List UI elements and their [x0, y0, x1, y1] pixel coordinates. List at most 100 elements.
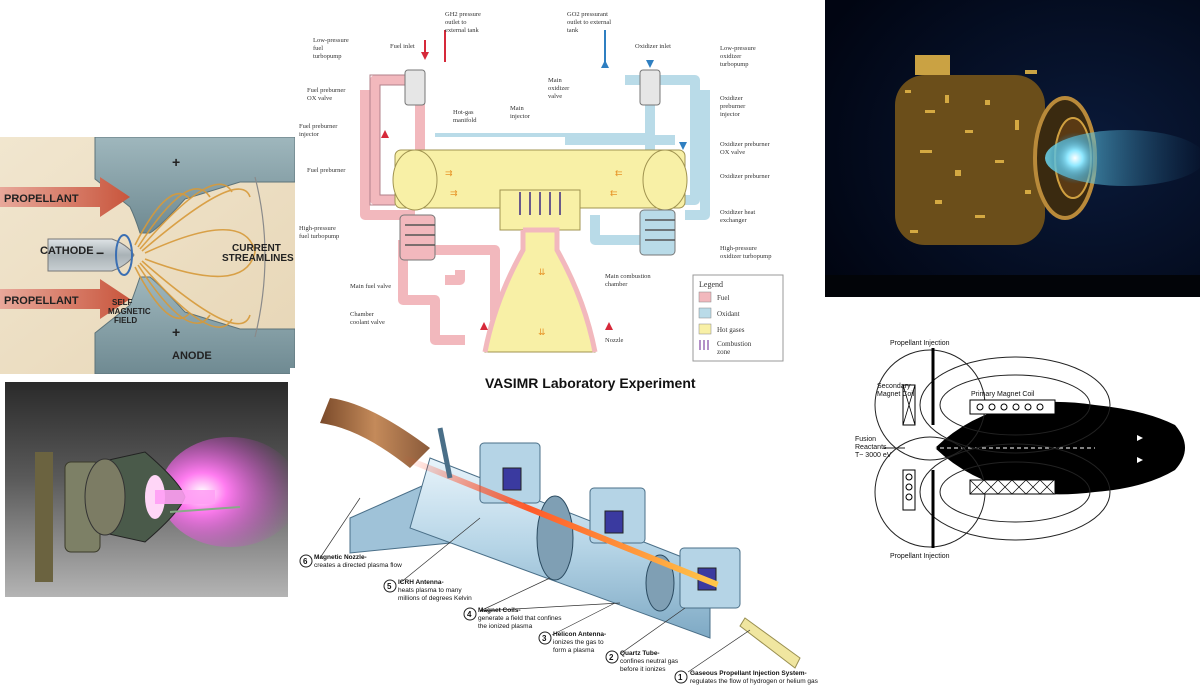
callout-num-2: 2 [609, 653, 614, 662]
callout-icrh-antenna: 5 ICRH Antenna- heats plasma to many mil… [383, 517, 481, 602]
label-lp-ox-1: Low-pressure [720, 45, 756, 52]
label-propellant-injection-bottom: Propellant Injection [890, 553, 950, 560]
label-plus-top: + [172, 154, 180, 170]
callout-desc-5b: millions of degrees Kelvin [398, 595, 472, 602]
legend-swatch-fuel [698, 291, 712, 303]
callout-title-1: Gaseous Propellant Injection System- [690, 670, 807, 677]
label-fuel-pre-inj-2: injector [299, 131, 320, 138]
svg-text:⇊: ⇊ [538, 327, 546, 337]
label-secondary-coil-2: Magnet Coil [877, 391, 915, 398]
label-ox-pre-inj-2: preburner [720, 103, 746, 110]
label-main-ox-valve-3: valve [548, 93, 562, 100]
plasma-thruster-render [5, 382, 288, 597]
callout-num-5: 5 [387, 582, 392, 591]
legend-title: Legend [699, 280, 723, 289]
ion-thruster-photo [825, 0, 1200, 297]
legend: Legend Fuel Oxidant Hot gases Combustion… [692, 274, 784, 362]
legend-label-hot-gases: Hot gases [717, 326, 745, 334]
label-main-ox-valve-1: Main [548, 77, 562, 84]
label-gh2-2: outlet to [445, 19, 466, 26]
callout-magnetic-nozzle: 6 Magnetic Nozzle- creates a directed pl… [299, 497, 402, 569]
label-ox-heat-2: exchanger [720, 217, 748, 224]
label-lp-ox-3: turbopump [720, 61, 749, 68]
label-gh2-1: GH2 pressure [445, 11, 481, 18]
label-fuel-preburner: Fuel preburner [307, 167, 346, 174]
label-fusion-3: T~ 3000 eV [855, 452, 892, 459]
label-oxidizer-preburner: Oxidizer preburner [720, 173, 770, 180]
label-fuel-inlet: Fuel inlet [390, 43, 415, 50]
callout-desc-4b: the ionized plasma [478, 623, 533, 630]
label-oxidizer-inlet: Oxidizer inlet [635, 43, 671, 50]
label-lp-ox-2: oxidizer [720, 53, 742, 60]
label-nozzle: Nozzle [605, 337, 624, 344]
label-ox-pre-ox-2: OX valve [720, 149, 745, 156]
vasimr-title: VASIMR Laboratory Experiment [485, 375, 696, 391]
callout-desc-4a: generate a field that confines [478, 615, 562, 622]
label-hp-ox-1: High-pressure [720, 245, 757, 252]
legend-label-fuel: Fuel [717, 294, 730, 302]
mpd-thruster-diagram: PROPELLANT PROPELLANT CATHODE − + + SELF… [0, 137, 295, 374]
label-cathode: CATHODE [40, 245, 94, 257]
label-go2-2: outlet to external [567, 19, 611, 26]
label-minus: − [96, 245, 104, 261]
callout-title-6: Magnetic Nozzle- [314, 554, 367, 561]
label-main-comb-1: Main combustion [605, 273, 651, 280]
callout-desc-1: regulates the flow of hydrogen or helium… [690, 678, 819, 685]
legend-label-combustion: Combustion [717, 340, 752, 348]
callout-num-3: 3 [542, 634, 547, 643]
callout-propellant-injection: 1 Gaseous Propellant Injection System- r… [674, 629, 819, 685]
callout-desc-2b: before it ionizes [620, 666, 666, 673]
callout-title-2: Quartz Tube- [620, 650, 660, 657]
label-self-field-1: SELF [112, 298, 133, 307]
callout-title-3: Helicon Antenna- [553, 631, 606, 638]
svg-text:⇊: ⇊ [538, 267, 546, 277]
label-lp-fuel-2: fuel [313, 45, 323, 52]
legend-label-combustion-2: zone [717, 348, 730, 356]
label-go2-1: GO2 pressurant [567, 11, 608, 18]
svg-text:⇇: ⇇ [610, 188, 618, 198]
label-fuel-pre-inj-1: Fuel preburner [299, 123, 338, 130]
vasimr-diagram: VASIMR Laboratory Experiment [290, 368, 830, 687]
label-main-inj-1: Main [510, 105, 524, 112]
label-ox-heat-1: Oxidizer heat [720, 209, 755, 216]
callout-num-6: 6 [303, 557, 308, 566]
legend-swatch-oxidant [698, 307, 712, 319]
label-propellant-top: PROPELLANT [4, 193, 79, 205]
callout-num-1: 1 [678, 673, 683, 682]
legend-swatch-hot-gases [698, 323, 712, 335]
svg-text:⇉: ⇉ [450, 188, 458, 198]
label-gh2-3: external tank [445, 27, 479, 34]
label-chamber-cool-1: Chamber [350, 311, 375, 318]
label-fuel-pre-ox-1: Fuel preburner [307, 87, 346, 94]
label-main-fuel-valve: Main fuel valve [350, 283, 391, 290]
label-propellant-bottom: PROPELLANT [4, 295, 79, 307]
label-lp-fuel-1: Low-pressure [313, 37, 349, 44]
label-main-inj-2: injector [510, 113, 531, 120]
label-lp-fuel-3: turbopump [313, 53, 342, 60]
label-ox-pre-inj-3: injector [720, 111, 741, 118]
callout-desc-3b: form a plasma [553, 647, 595, 654]
svg-text:⇉: ⇉ [445, 168, 453, 178]
label-hot-gas-1: Hot-gas [453, 109, 474, 116]
label-ox-pre-ox-1: Oxidizer preburner [720, 141, 770, 148]
label-self-field-3: FIELD [114, 316, 137, 325]
label-go2-3: tank [567, 27, 579, 34]
svg-text:⇇: ⇇ [615, 168, 623, 178]
label-ox-pre-inj-1: Oxidizer [720, 95, 744, 102]
callout-helicon-antenna: 3 Helicon Antenna- ionizes the gas to fo… [538, 602, 616, 654]
callout-title-5: ICRH Antenna- [398, 579, 444, 586]
label-self-field-2: MAGNETIC [108, 307, 151, 316]
callout-magnet-coils: 4 Magnet Coils- generate a field that co… [463, 577, 621, 630]
callout-desc-5a: heats plasma to many [398, 587, 462, 594]
label-fusion-2: Reactants [855, 444, 887, 451]
fusion-propulsion-schematic: Propellant Injection Secondary Magnet Co… [845, 330, 1200, 565]
label-anode: ANODE [172, 350, 212, 362]
label-chamber-cool-2: coolant valve [350, 319, 385, 326]
callout-quartz-tube: 2 Quartz Tube- confines neutral gas befo… [605, 607, 686, 673]
label-hp-fuel-1: High-pressure [299, 225, 336, 232]
label-current-1: CURRENT [232, 243, 281, 254]
legend-swatch-combustion [699, 340, 709, 350]
label-hot-gas-2: manifold [453, 117, 477, 124]
callout-desc-2a: confines neutral gas [620, 658, 679, 665]
label-fusion-1: Fusion [855, 436, 876, 443]
